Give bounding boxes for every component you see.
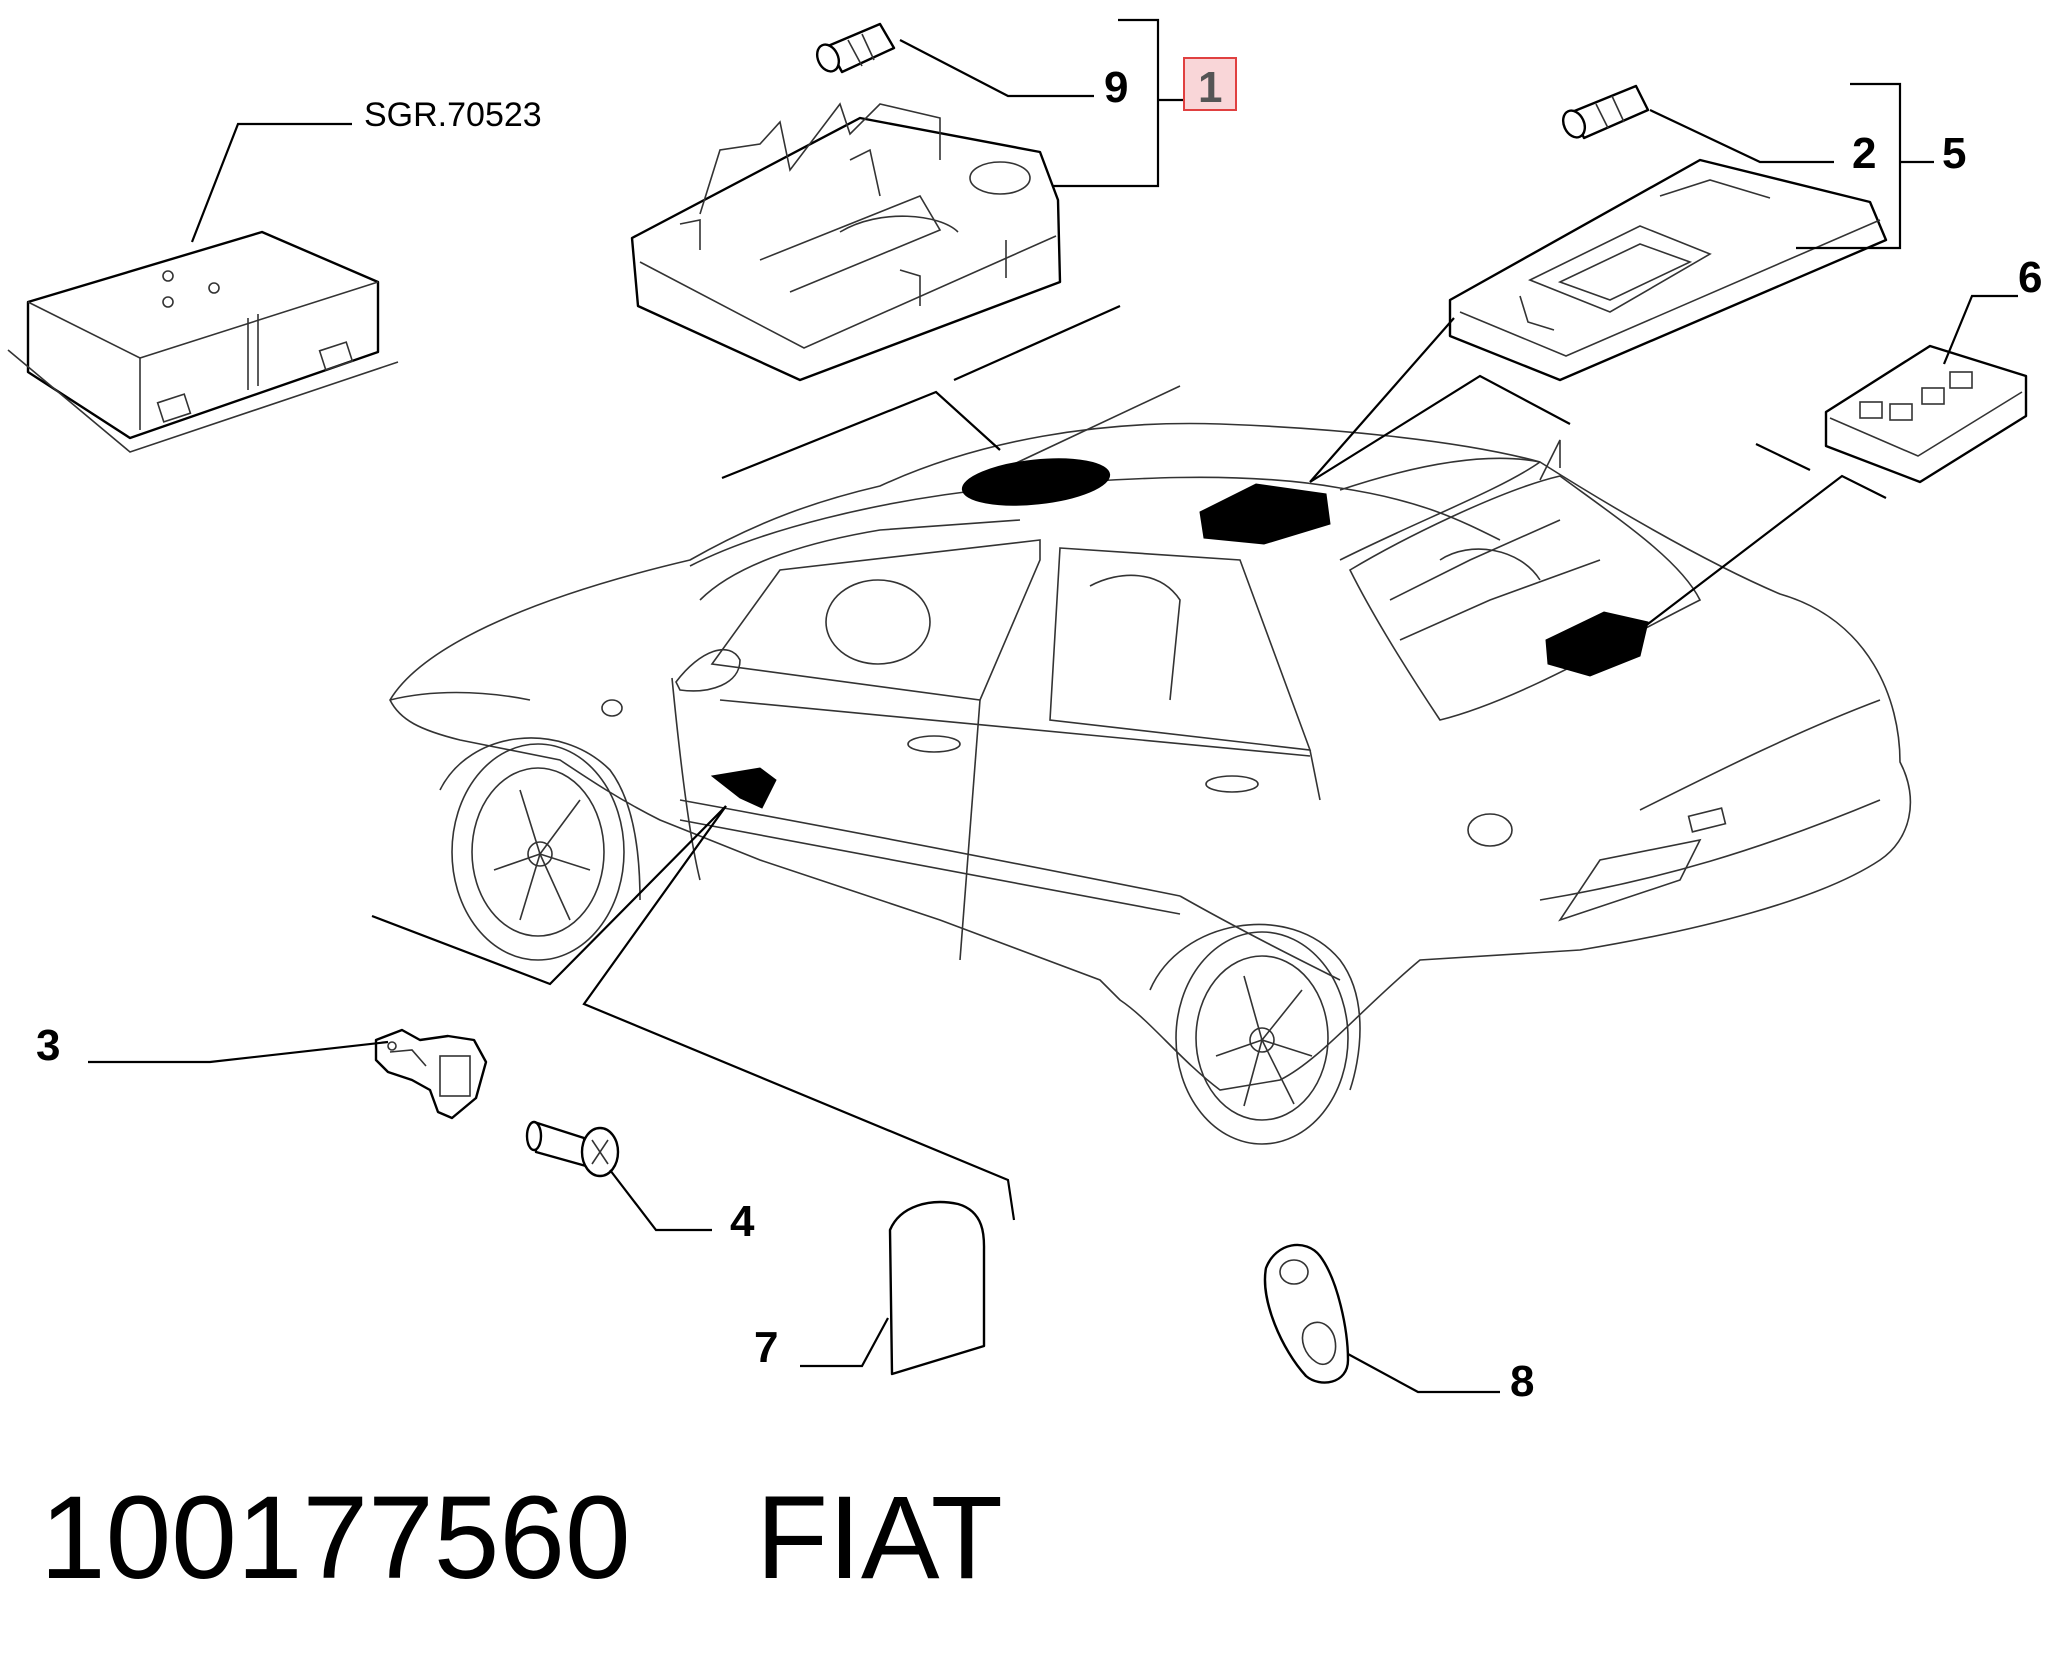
callout-3[interactable]: 3 (36, 1021, 60, 1070)
screw-4 (525, 1120, 620, 1178)
leader-1 (1052, 18, 1160, 188)
callout-8[interactable]: 8 (1510, 1357, 1534, 1406)
callout-2[interactable]: 2 (1852, 129, 1876, 178)
bulb-2 (1561, 84, 1650, 140)
leader-7 (800, 1317, 889, 1368)
svg-text:5: 5 (1942, 129, 1966, 178)
dome-light-housing-rear (1448, 158, 1888, 382)
svg-text:9: 9 (1104, 63, 1128, 112)
leader-6 (1942, 294, 2018, 365)
callout-5[interactable]: 5 (1942, 129, 1966, 178)
leader-roof-center (1309, 374, 1571, 483)
leader-3 (88, 1040, 389, 1064)
svg-text:4: 4 (730, 1197, 755, 1246)
gasket-8 (1263, 1243, 1350, 1384)
leader-door-lower-a (371, 805, 727, 986)
leader-4 (609, 1169, 712, 1232)
svg-text:2: 2 (1852, 129, 1876, 178)
reference-label: SGR.70523 (364, 96, 542, 134)
leader-roof-front (721, 390, 1001, 480)
callout-1[interactable]: 1 (1183, 57, 1237, 112)
lamp-lens-6 (1824, 344, 2028, 484)
leader-2 (1649, 109, 1834, 164)
seal-plate-7 (888, 1200, 986, 1376)
dome-light-housing-front (630, 102, 1062, 382)
part-number: 100177560 (40, 1472, 631, 1604)
leader-roof-front-b (953, 304, 1121, 382)
car-illustration (389, 385, 1912, 1145)
callout-7[interactable]: 7 (754, 1323, 778, 1372)
leader-door-lower-b (582, 805, 1016, 1221)
door-switch-marker (710, 767, 777, 809)
roof-center-light-marker (1199, 483, 1331, 545)
svg-text:3: 3 (36, 1021, 60, 1070)
leader-8 (1347, 1353, 1500, 1394)
svg-text:6: 6 (2018, 253, 2042, 302)
svg-text:7: 7 (754, 1323, 778, 1372)
callout-1-highlight (1183, 57, 1237, 111)
reference-leader-line (190, 122, 352, 243)
door-switch-3 (374, 1028, 488, 1120)
leader-5 (1796, 82, 1902, 250)
roof-front-light-marker (961, 458, 1111, 506)
leader-roof-center-b (1309, 317, 1455, 483)
leader-9 (899, 39, 1094, 98)
reference-box-illustration (7, 230, 399, 453)
brand-name: FIAT (756, 1472, 1003, 1604)
svg-text:1: 1 (1198, 63, 1222, 112)
leader-roof-rear (1639, 474, 1887, 631)
callout-9[interactable]: 9 (1104, 63, 1128, 112)
svg-text:8: 8 (1510, 1357, 1534, 1406)
bulb-9 (815, 22, 896, 74)
leader-roof-rear-b (1755, 443, 1811, 471)
roof-rear-light-marker (1545, 611, 1649, 677)
callout-4[interactable]: 4 (730, 1197, 755, 1246)
callout-6[interactable]: 6 (2018, 253, 2042, 302)
